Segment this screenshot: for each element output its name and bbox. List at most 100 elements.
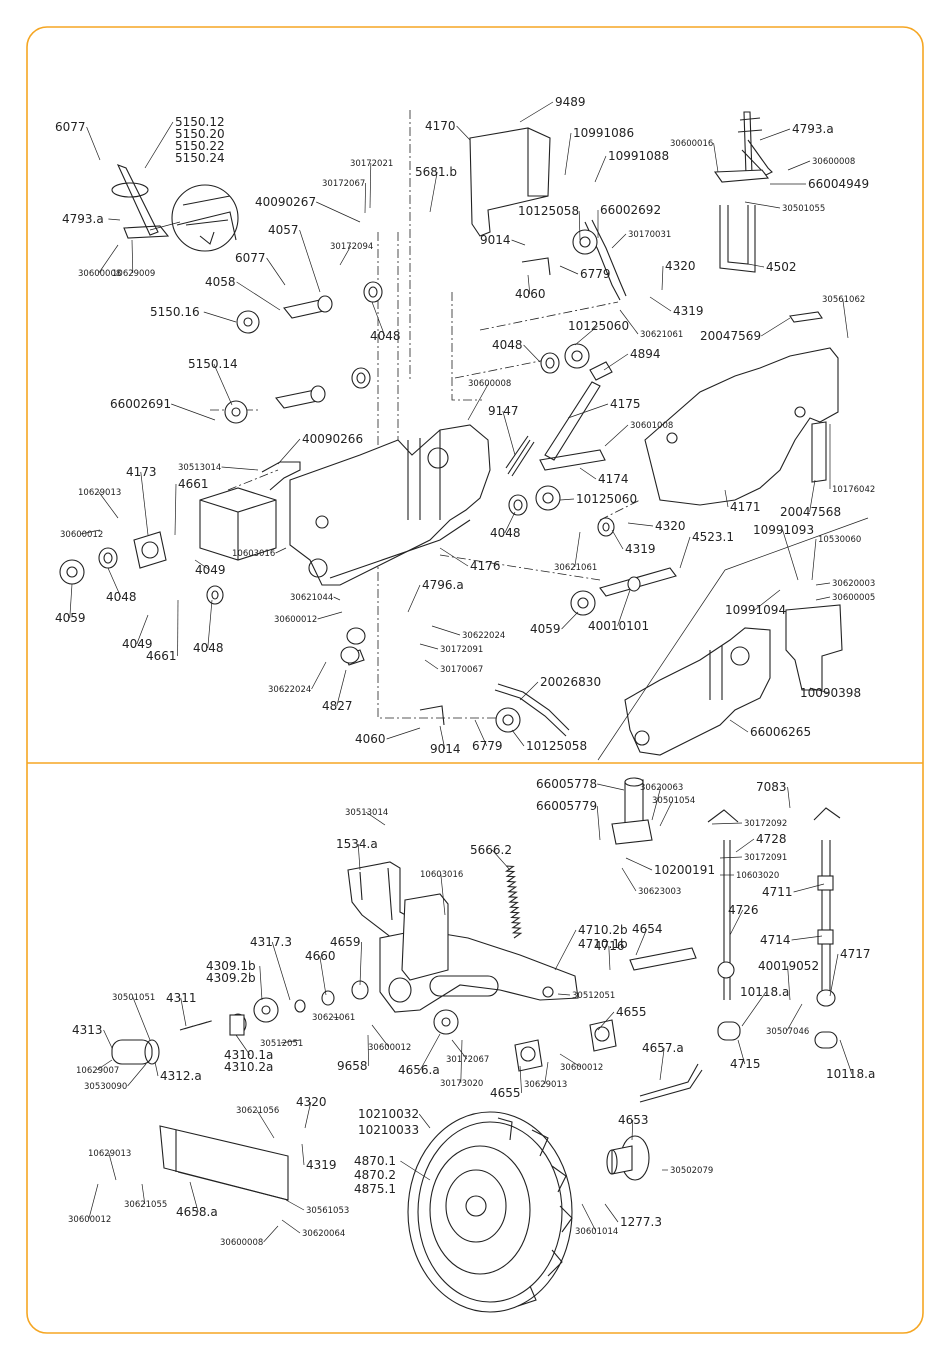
leader-line [611, 233, 627, 249]
leader-line [511, 729, 525, 747]
part-label: 4310.2a [224, 1060, 273, 1074]
leader-line [604, 1203, 619, 1223]
part-label: 30170067 [440, 665, 483, 675]
part-label: 4717 [840, 947, 871, 961]
part-label: 9014 [430, 742, 461, 756]
leader-line [504, 511, 516, 534]
part-label: 4048 [492, 338, 523, 352]
leader-line [519, 1065, 522, 1094]
leader-line [561, 611, 579, 630]
part-label: 4796.a [422, 578, 464, 592]
leader-line [259, 965, 263, 1001]
leader-line [96, 1059, 113, 1071]
leader-line [386, 727, 421, 740]
part-label: 4309.2b [206, 971, 256, 985]
part-label: 4661 [146, 649, 177, 663]
part-label: 10118.a [740, 985, 789, 999]
leader-line [839, 1039, 853, 1075]
leader-line [661, 265, 664, 291]
part-label: 4048 [490, 526, 521, 540]
leader-line [631, 1119, 634, 1141]
leader-line [194, 559, 210, 571]
leader-line [761, 317, 791, 337]
part-label: 10125060 [576, 492, 637, 506]
part-label: 10210032 [358, 1107, 419, 1121]
part-label: 4319 [625, 542, 656, 556]
leader-line [271, 941, 291, 1001]
leader-line [103, 1029, 113, 1049]
leader-line [419, 1033, 441, 1071]
part-label: 4502 [766, 260, 797, 274]
leader-line [611, 529, 624, 550]
leader-line [144, 121, 174, 169]
leader-line [621, 867, 637, 892]
part-label: 4653 [618, 1113, 649, 1127]
part-label: 30601014 [575, 1227, 618, 1237]
leader-line [594, 155, 607, 183]
leader-line [364, 182, 366, 214]
part-label: 10991086 [573, 126, 634, 140]
leader-line [735, 838, 755, 853]
part-label: 66002691 [110, 397, 171, 411]
leader-line [301, 1143, 305, 1166]
leader-line [336, 669, 347, 707]
leader-line [174, 483, 177, 536]
part-label: 4793.a [62, 212, 104, 226]
part-label: 4057 [268, 223, 299, 237]
part-label: 30172067 [446, 1055, 489, 1065]
part-label: 10118.a [826, 1067, 875, 1081]
part-label: 4894 [630, 347, 661, 361]
part-label: 40019052 [758, 959, 819, 973]
leader-line [429, 171, 438, 213]
leader-line [371, 301, 386, 337]
part-label: 30507046 [766, 1027, 809, 1037]
part-label: 5150.16 [150, 305, 200, 319]
leader-line [724, 489, 729, 508]
leader-line [317, 611, 343, 620]
leader-line [649, 296, 672, 312]
part-label: 40090266 [302, 432, 363, 446]
part-label: 4660 [305, 949, 336, 963]
leader-line [131, 239, 134, 274]
part-label: 30600012 [274, 615, 317, 625]
part-label: 30172094 [330, 242, 373, 252]
part-label: 4048 [193, 641, 224, 655]
part-label: 10991094 [725, 603, 786, 617]
part-label: 30629013 [524, 1080, 567, 1090]
part-label: 4716 [594, 939, 625, 953]
leader-line [787, 160, 811, 171]
part-label: 4313 [72, 1023, 103, 1037]
part-label: 4170 [425, 119, 456, 133]
leader-line [659, 1047, 665, 1081]
part-label: 20047569 [700, 329, 761, 343]
leader-line [221, 466, 259, 471]
leader-line [266, 257, 286, 286]
leader-line [467, 382, 490, 421]
leader-line [617, 589, 631, 627]
leader-line [554, 929, 577, 971]
leader-line [829, 953, 839, 997]
part-label: 6779 [472, 739, 503, 753]
part-label: 5681.b [415, 165, 457, 179]
part-label: 30513014 [345, 808, 388, 818]
leader-line [319, 955, 327, 996]
leader-line [140, 471, 149, 536]
part-label: 4049 [195, 563, 226, 577]
leader-line [519, 101, 554, 123]
part-label: 4059 [55, 611, 86, 625]
part-label: 4311 [166, 991, 197, 1005]
part-label: 5150.14 [188, 357, 238, 371]
leader-line [311, 661, 327, 690]
part-label: 9658 [337, 1059, 368, 1073]
part-label: 30600005 [832, 593, 875, 603]
leader-line [729, 909, 744, 936]
part-label: 10603016 [420, 870, 463, 880]
leader-line [80, 529, 101, 535]
part-label: 1277.3 [620, 1215, 662, 1229]
leader-line [439, 547, 469, 567]
part-label: 5150.24 [175, 151, 225, 165]
leader-line [597, 783, 625, 791]
part-label: 10176042 [832, 485, 875, 495]
leader-line [786, 1003, 803, 1032]
